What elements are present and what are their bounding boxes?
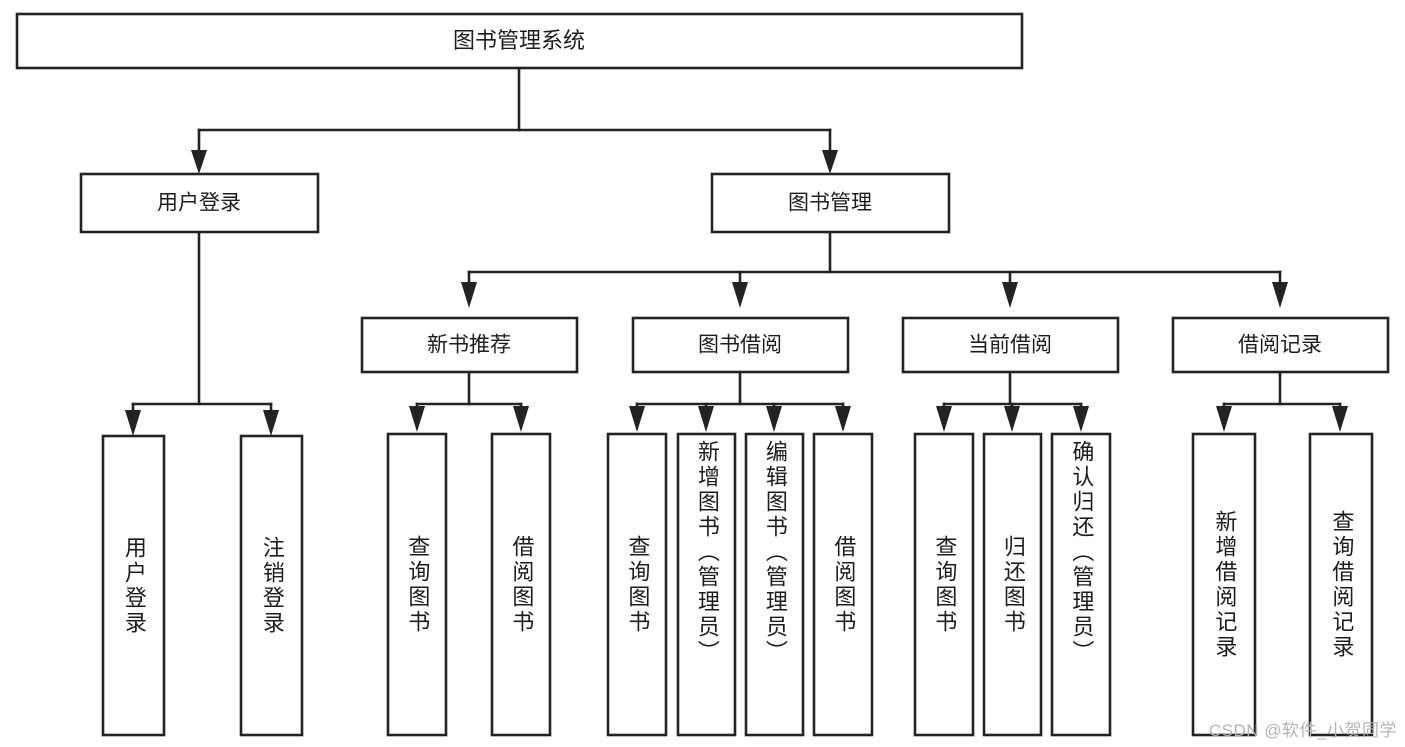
node-book-borrow-label: 图书借阅 — [698, 334, 782, 357]
node-leaf-return-book-box[interactable] — [982, 432, 1043, 737]
connector-group-current-borrow — [936, 372, 1089, 432]
arrow-head-leaf-borrow-book-1 — [513, 406, 529, 432]
node-current-borrow-box[interactable] — [901, 316, 1120, 374]
arrow-head-new-book-recommend — [461, 282, 477, 308]
node-user-login-box[interactable] — [79, 172, 320, 234]
node-root-box[interactable] — [15, 12, 1024, 70]
node-new-book-recommend-label: 新书推荐 — [427, 334, 511, 357]
node-borrow-record-label: 借阅记录 — [1238, 334, 1322, 357]
node-new-book-recommend-box[interactable] — [360, 316, 579, 374]
connector-group-borrow-record — [1216, 372, 1348, 432]
node-leaf-edit-book-box[interactable] — [744, 432, 805, 737]
arrow-head-leaf-borrow-book-2 — [835, 406, 851, 432]
arrow-head-leaf-confirm-return — [1073, 406, 1089, 432]
node-book-manage-label: 图书管理 — [788, 192, 872, 215]
arrow-head-leaf-add-record — [1216, 406, 1232, 432]
arrow-head-leaf-edit-book — [766, 406, 782, 432]
watermark-text: CSDN @软件_小贺同学 — [1208, 721, 1397, 740]
connector-group-root — [191, 66, 838, 174]
arrow-head-leaf-return-book — [1004, 406, 1020, 432]
node-book-manage-box[interactable] — [710, 172, 951, 234]
node-user-login-label: 用户登录 — [157, 192, 241, 215]
arrow-head-leaf-user-login — [125, 410, 141, 436]
node-leaf-user-logout-box[interactable] — [239, 434, 304, 737]
node-leaf-confirm-return-box[interactable] — [1050, 432, 1112, 737]
node-leaf-add-record-box[interactable] — [1191, 432, 1257, 737]
node-leaf-query-record-box[interactable] — [1308, 432, 1374, 737]
arrow-head-current-borrow — [1002, 282, 1018, 308]
node-leaf-borrow-book-2-box[interactable] — [812, 432, 874, 737]
node-leaf-query-book-2-box[interactable] — [606, 432, 668, 737]
node-root-label: 图书管理系统 — [453, 28, 585, 53]
arrow-head-user-login — [191, 150, 207, 174]
arrow-head-leaf-query-book-1 — [409, 406, 425, 432]
arrow-head-leaf-user-logout — [263, 410, 279, 436]
arrow-head-leaf-add-book — [698, 406, 714, 432]
connector-group-book-borrow — [629, 372, 851, 432]
connector-group-new-book-recommend — [409, 372, 529, 432]
connector-group-user-login — [125, 230, 279, 436]
node-leaf-query-book-3-box[interactable] — [913, 432, 975, 737]
node-leaf-user-login-box[interactable] — [101, 434, 166, 737]
node-book-borrow-box[interactable] — [631, 316, 850, 374]
node-borrow-record-box[interactable] — [1171, 316, 1390, 374]
connector-group-book-manage — [461, 230, 1288, 308]
node-leaf-add-book-box[interactable] — [676, 432, 737, 737]
arrow-head-leaf-query-record — [1332, 406, 1348, 432]
arrow-head-leaf-query-book-3 — [936, 406, 952, 432]
arrow-head-borrow-record — [1272, 282, 1288, 308]
node-leaf-query-book-1-box[interactable] — [386, 432, 448, 737]
node-leaf-borrow-book-1-box[interactable] — [490, 432, 552, 737]
arrow-head-book-manage — [822, 150, 838, 174]
node-current-borrow-label: 当前借阅 — [968, 334, 1052, 357]
arrow-head-leaf-query-book-2 — [629, 406, 645, 432]
arrow-head-book-borrow — [732, 282, 748, 308]
